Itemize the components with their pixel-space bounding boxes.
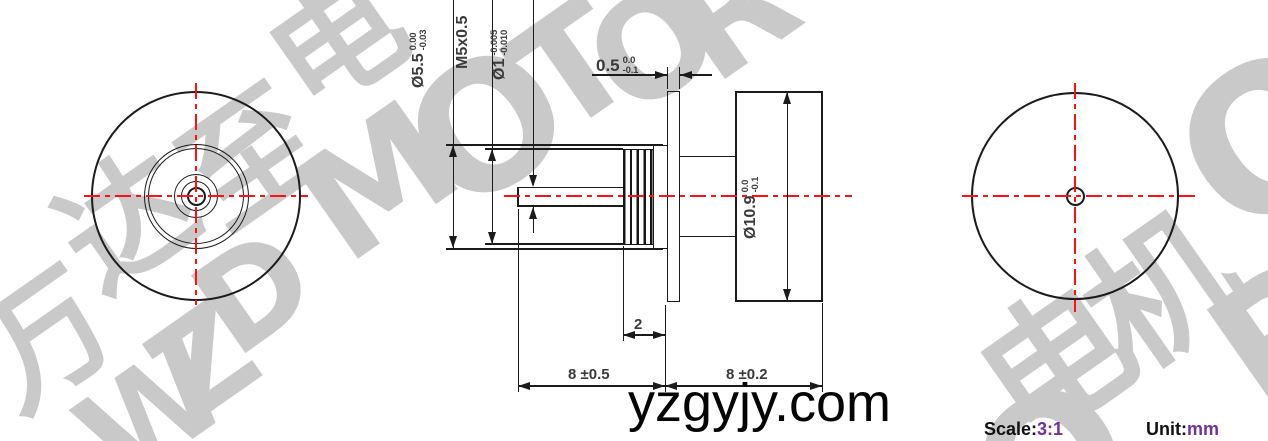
- arrowhead-up: [529, 207, 537, 219]
- tolerance-lower: -0.1: [750, 176, 761, 193]
- arrowhead-down: [449, 236, 457, 248]
- dim-line-thread-length: [623, 334, 665, 336]
- right-view-centerline-horizontal: [962, 195, 1198, 197]
- arrowhead-up: [488, 149, 496, 161]
- dim-value: 0.5: [596, 56, 620, 75]
- unit-value: mm: [1186, 419, 1219, 439]
- arrowhead-left: [623, 331, 635, 339]
- hub-top-line: [679, 155, 736, 158]
- dim-label-shoulder-dia: Ø5.5 0.00 -0.03: [408, 29, 429, 88]
- shoulder-section: [653, 145, 668, 249]
- dim-label-length-rear: 8 ±0.2: [726, 366, 768, 383]
- arrowhead-right: [810, 382, 822, 390]
- scale-info: Scale:3:1: [984, 419, 1063, 440]
- dim-label-body-dia: Ø10.9 0.0 -0.1: [740, 176, 761, 239]
- unit-info: Unit:mm: [1146, 419, 1219, 440]
- arrowhead-right: [655, 71, 667, 79]
- ext-line-datum: [664, 305, 667, 392]
- dim-line-thread: [491, 0, 494, 244]
- tolerance-stack: 0.0 -0.1: [740, 176, 761, 193]
- website-text: yzgyjy.com: [628, 373, 892, 433]
- arrowhead-down: [783, 289, 791, 301]
- right-view-centerline-vertical: [1074, 83, 1076, 312]
- ext-line-thread-top: [485, 148, 623, 150]
- dim-line-flange-left: [592, 74, 667, 76]
- ext-line-flange-right: [678, 67, 681, 89]
- scale-value: 3:1: [1037, 419, 1064, 439]
- ext-line-shoulder-top: [446, 144, 663, 146]
- tolerance-stack: 0.0 -0.1: [623, 56, 639, 76]
- arrowhead-left: [680, 71, 692, 79]
- dim-label-shaft-dia: Ø1 -0.005 -0.010: [489, 29, 510, 80]
- ext-line-thread-bottom: [485, 243, 623, 245]
- hub-bottom-line: [679, 235, 736, 238]
- arrowhead-up: [449, 145, 457, 157]
- dim-line-flange-right: [680, 74, 712, 76]
- dim-label-thread-length: 2: [634, 316, 643, 333]
- tolerance-upper: 0.0: [622, 55, 636, 66]
- dim-value: M5x0.5: [454, 15, 471, 69]
- dim-line-body-dia: [786, 92, 789, 301]
- ext-line-shoulder-bottom: [446, 248, 663, 250]
- ext-line-shaft-end: [517, 209, 520, 392]
- ext-line-flange-left: [666, 67, 669, 89]
- tolerance-lower: -0.010: [499, 29, 510, 56]
- arrowhead-up: [783, 92, 791, 104]
- unit-label: Unit:: [1146, 419, 1187, 439]
- dim-value: Ø1: [491, 58, 508, 80]
- arrowhead-left: [518, 382, 530, 390]
- ext-line-body-rear: [821, 303, 824, 392]
- ext-line-thread-length: [622, 246, 625, 341]
- thread-section: [623, 149, 654, 245]
- arrowhead-right: [653, 331, 665, 339]
- arrowhead-down: [488, 232, 496, 244]
- shaft-top-line: [517, 186, 624, 189]
- dim-line-shaft-dia-lower: [532, 207, 535, 233]
- scale-label: Scale:: [984, 419, 1038, 439]
- arrowhead-right: [653, 382, 665, 390]
- tolerance-stack: 0.00 -0.03: [408, 29, 429, 51]
- tolerance-stack: -0.005 -0.010: [489, 29, 510, 56]
- left-view-centerline-vertical: [195, 83, 197, 305]
- front-view-centerline: [504, 195, 852, 197]
- dim-value: Ø10.9: [742, 195, 759, 239]
- arrowhead-left: [665, 382, 677, 390]
- dim-line-shaft-dia-upper: [532, 0, 535, 185]
- dim-label-flange: 0.5 0.0 -0.1: [596, 56, 638, 76]
- dim-line-shoulder-dia: [452, 0, 455, 248]
- arrowhead-down: [529, 175, 537, 187]
- tolerance-lower: -0.1: [622, 65, 639, 76]
- dim-value: Ø5.5: [410, 53, 427, 88]
- tolerance-lower: -0.03: [418, 29, 429, 51]
- dim-label-length-front: 8 ±0.5: [568, 366, 610, 383]
- shaft-bottom-line: [517, 205, 624, 207]
- dim-label-thread: M5x0.5: [454, 16, 472, 69]
